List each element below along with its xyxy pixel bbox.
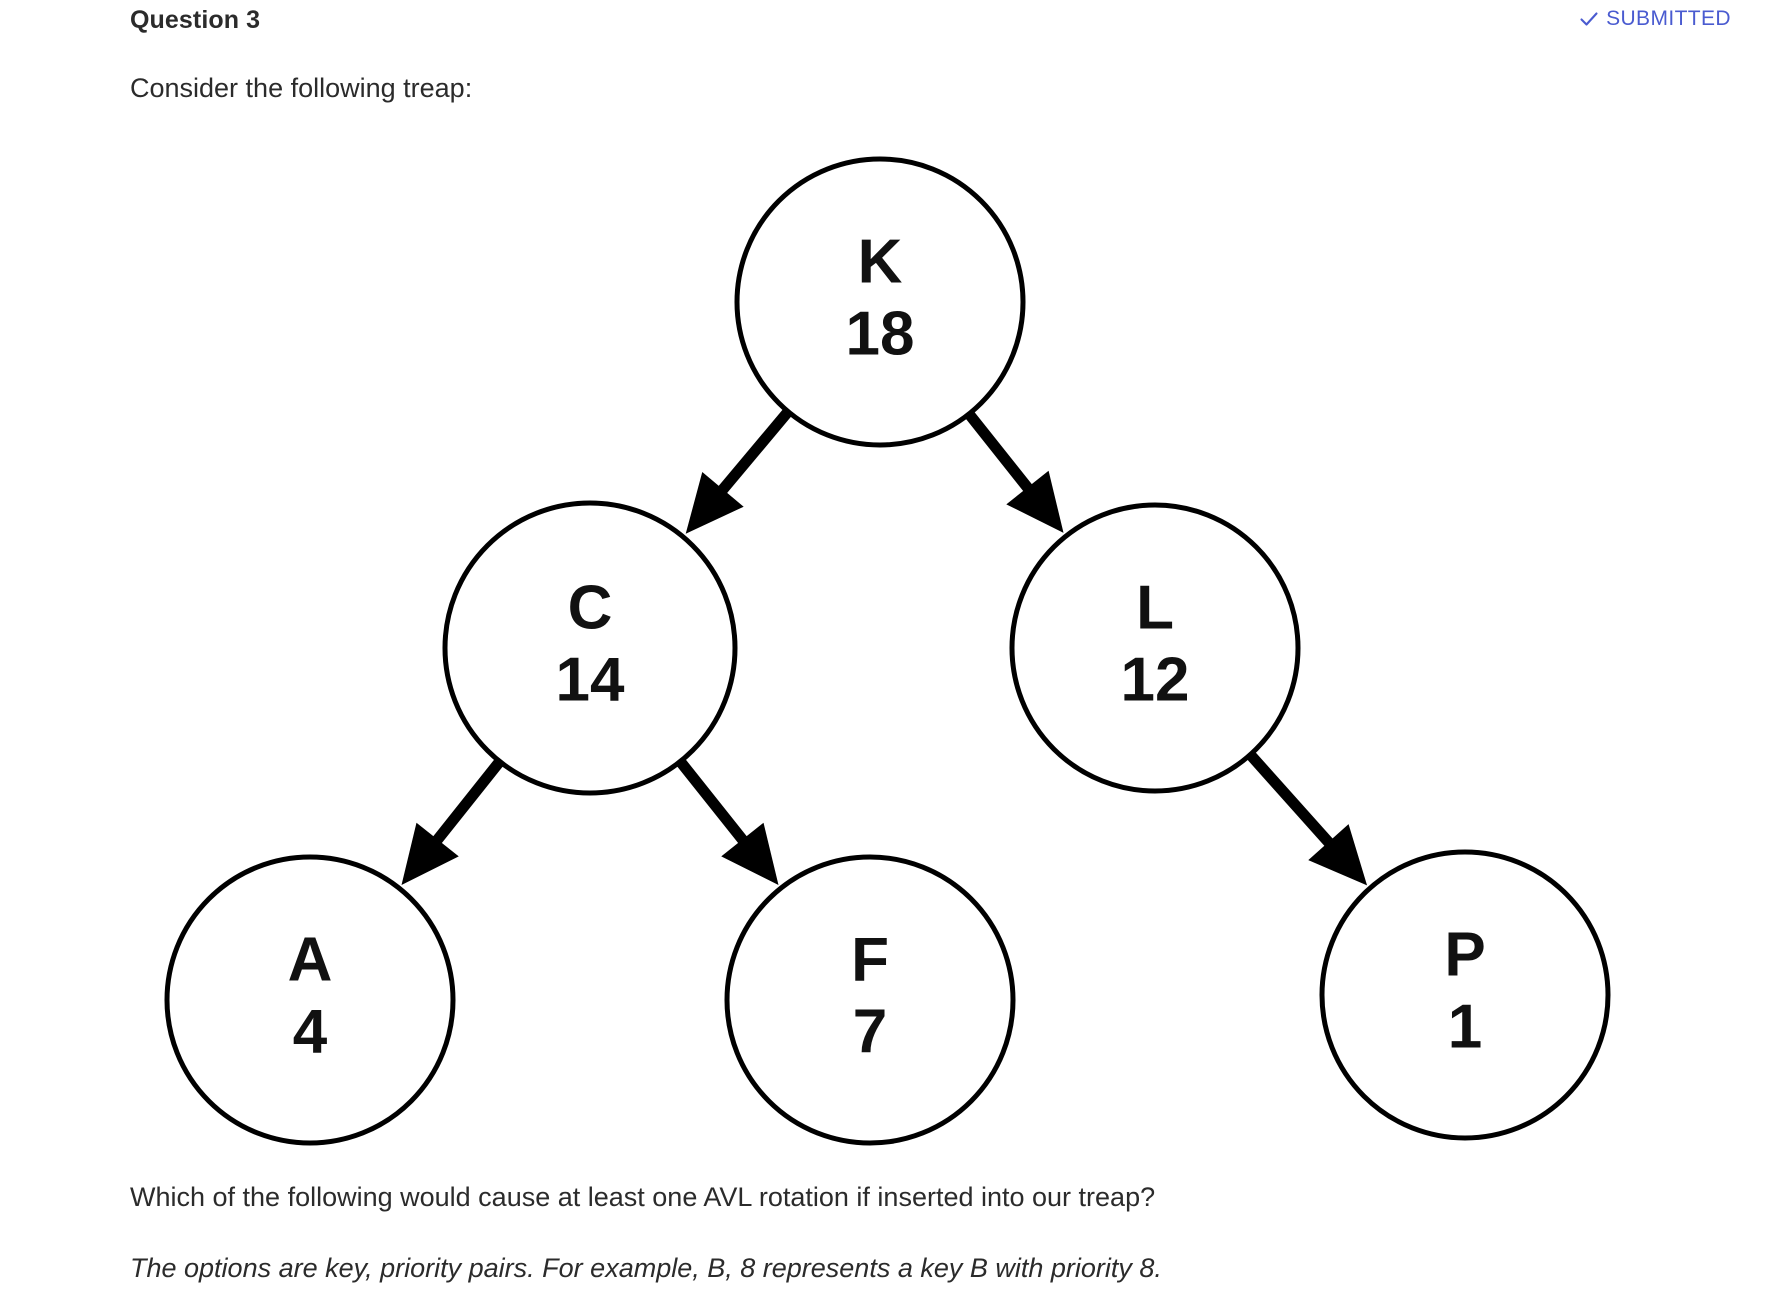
treap-arrowhead-k-c [685,472,744,534]
treap-node-key-p: P [1444,920,1485,989]
treap-arrowhead-c-f [721,822,779,885]
treap-node-priority-p: 1 [1448,992,1482,1061]
treap-node-circle-l [1009,502,1301,794]
treap-node-key-l: L [1136,573,1174,642]
treap-arrowhead-l-p [1308,824,1368,886]
treap-node-circle-k [734,156,1026,448]
treap-node-circle-c [442,500,738,796]
treap-node-key-k: K [858,227,903,296]
treap-node-k: K18 [734,156,1026,448]
treap-edges [401,409,1368,886]
treap-node-l: L12 [1009,502,1301,794]
treap-node-circle-p [1319,849,1611,1141]
question-header: Question 3 SUBMITTED [130,4,1741,44]
treap-edge-k-l [965,412,1036,496]
treap-edge-c-a [429,759,503,848]
treap-node-priority-k: 18 [846,299,915,368]
treap-node-priority-l: 12 [1121,645,1190,714]
treap-node-priority-f: 7 [853,997,887,1066]
treap-node-priority-a: 4 [293,997,328,1066]
treap-node-key-c: C [568,573,613,642]
prompt-intro-text: Consider the following treap: [130,73,473,103]
treap-arrowhead-k-l [1006,470,1064,533]
treap-node-key-f: F [851,925,889,994]
check-icon [1579,9,1599,29]
treap-node-circle-a [164,854,456,1146]
question-note-text: The options are key, priority pairs. For… [130,1253,1162,1283]
treap-edge-c-f [677,759,751,848]
treap-node-f: F7 [724,854,1016,1146]
treap-node-circle-f [724,854,1016,1146]
treap-node-a: A4 [164,854,456,1146]
page-title: Question 3 [130,6,261,34]
treap-node-p: P1 [1319,849,1611,1141]
treap-edge-k-c [714,409,792,498]
question-text: Which of the following would cause at le… [130,1182,1156,1212]
treap-node-c: C14 [442,500,738,796]
treap-node-key-a: A [288,925,333,994]
status-badge-label: SUBMITTED [1606,7,1731,30]
treap-arrowhead-c-a [401,822,459,885]
status-badge: SUBMITTED [1579,4,1741,34]
treap-edge-l-p [1247,752,1337,851]
treap-node-priority-c: 14 [556,645,625,714]
